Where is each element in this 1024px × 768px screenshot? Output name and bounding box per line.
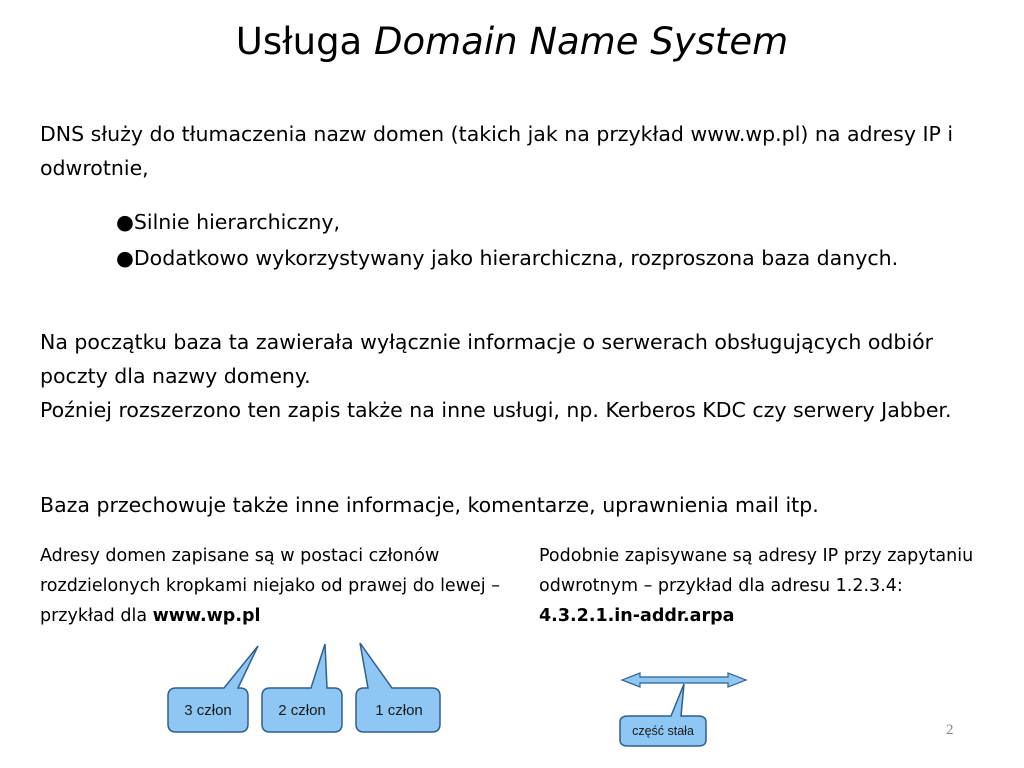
callout-label-1: 1 człon: [375, 702, 423, 719]
bullet-item-1: ●Silnie hierarchiczny,: [116, 210, 341, 234]
right-column-body: Podobnie zapisywane są adresy IP przy za…: [539, 546, 974, 596]
paragraph-history: Na początku baza ta zawierała wyłącznie …: [40, 325, 990, 427]
bullet-list: ●Silnie hierarchiczny, ●Dodatkowo wykorz…: [116, 204, 946, 276]
right-column-text: Podobnie zapisywane są adresy IP przy za…: [539, 541, 1009, 631]
slide-title: Usługa Domain Name System: [0, 14, 1024, 70]
fixed-part-callout: część stała: [619, 683, 707, 747]
callout-3: 3 człon: [167, 645, 259, 733]
paragraph-other-info: Baza przechowuje także inne informacje, …: [40, 493, 819, 517]
title-italic: Domain Name System: [374, 20, 789, 63]
fixed-part-arrow: [620, 672, 748, 688]
paragraph-history-line2: Poźniej rozszerzono ten zapis także na i…: [40, 398, 952, 422]
callout-label-2: 2 człon: [278, 702, 326, 719]
bullet-item-2: ●Dodatkowo wykorzystywany jako hierarchi…: [116, 246, 899, 270]
callout-1: 1 człon: [355, 642, 441, 733]
callout-2: 2 człon: [261, 643, 343, 733]
fixed-part-label: część stała: [632, 724, 694, 738]
title-prefix: Usługa: [235, 20, 363, 63]
page-number: 2: [946, 722, 954, 738]
callout-label-3: 3 człon: [184, 702, 232, 719]
paragraph-history-line1: Na początku baza ta zawierała wyłącznie …: [40, 330, 934, 388]
left-column-bold-domain: www.wp.pl: [152, 606, 261, 626]
paragraph-dns-purpose: DNS służy do tłumaczenia nazw domen (tak…: [40, 122, 954, 180]
right-column-bold-reverse: 4.3.2.1.in-addr.arpa: [539, 606, 735, 626]
left-column-text: Adresy domen zapisane są w postaci człon…: [40, 541, 530, 631]
left-column-body: Adresy domen zapisane są w postaci człon…: [40, 546, 500, 626]
